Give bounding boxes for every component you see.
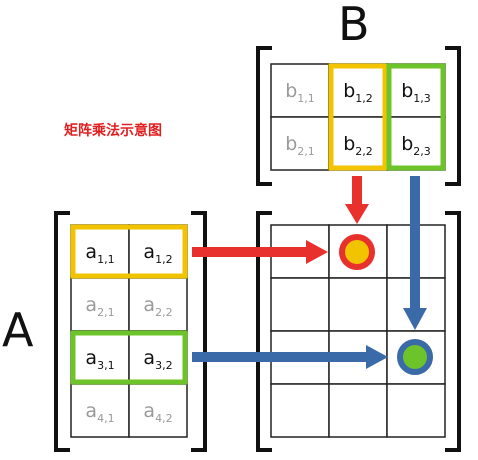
matrix-a-cell — [70, 383, 130, 438]
matrix-entry: b2,1 — [285, 133, 315, 158]
matrix-a-cell — [70, 330, 130, 385]
matrix-b: b1,1 b1,2 b1,3 b2,1 b2,2 b2,3 — [256, 46, 461, 186]
matrix-b-left-bracket — [256, 46, 272, 186]
result-cell — [270, 383, 330, 438]
result-left-bracket — [256, 211, 272, 452]
matrix-a-cell — [128, 224, 188, 279]
result-dot-blue-green — [397, 339, 433, 375]
matrix-entry: b1,3 — [401, 80, 431, 105]
matrix-entry: a4,1 — [85, 400, 114, 425]
matrix-b-column-highlight — [386, 63, 446, 171]
matrix-a-cell — [128, 277, 188, 332]
matrix-a-cell — [70, 277, 130, 332]
matrix-b-label: B — [338, 0, 370, 51]
matrix-b-right-bracket — [445, 46, 461, 186]
matrix-entry: a2,2 — [143, 294, 172, 319]
matrix-entry: b1,2 — [343, 80, 373, 105]
result-cell — [328, 383, 388, 438]
matrix-a-cell — [128, 383, 188, 438]
matrix-a-right-bracket — [191, 211, 207, 452]
blue-row-arrow — [192, 345, 388, 369]
matrix-entry: b2,2 — [343, 133, 373, 158]
matrix-entry: a3,1 — [85, 347, 114, 372]
result-cell — [270, 277, 330, 332]
diagram-caption: 矩阵乘法示意图 — [64, 122, 162, 139]
matrix-entry: a3,2 — [143, 347, 172, 372]
matrix-entry: a1,1 — [85, 241, 114, 266]
result-cell — [386, 383, 446, 438]
matrix-a-cell — [128, 330, 188, 385]
red-row-arrow — [192, 240, 328, 264]
matrix-b-cell — [270, 116, 330, 171]
matrix-entry: b1,1 — [285, 80, 315, 105]
result-right-bracket — [445, 211, 461, 452]
matrix-entry: a2,1 — [85, 294, 114, 319]
red-column-arrow — [345, 176, 369, 224]
blue-column-arrow — [403, 176, 427, 330]
matrix-b-cell — [386, 116, 446, 171]
matrix-a-label: A — [2, 303, 34, 357]
result-dot-red-yellow — [339, 234, 375, 270]
result-cell — [328, 277, 388, 332]
matrix-entry: a1,2 — [143, 241, 172, 266]
matrix-b-cell — [270, 63, 330, 118]
matrix-a-row-highlight — [70, 330, 188, 385]
matrix-b-column-highlight — [328, 63, 388, 171]
matrix-a-row-highlight — [70, 224, 188, 279]
matrix-a: a1,1 a1,2 a2,1 a2,2 a3,1 a3,2 a4,1 a4,2 — [54, 211, 207, 452]
matrix-a-cell — [70, 224, 130, 279]
matrix-a-left-bracket — [54, 211, 70, 452]
matrix-b-cell — [386, 63, 446, 118]
matrix-b-cell — [328, 116, 388, 171]
matrix-b-cell — [328, 63, 388, 118]
matrix-entry: a4,2 — [143, 400, 172, 425]
matrix-entry: b2,3 — [401, 133, 431, 158]
